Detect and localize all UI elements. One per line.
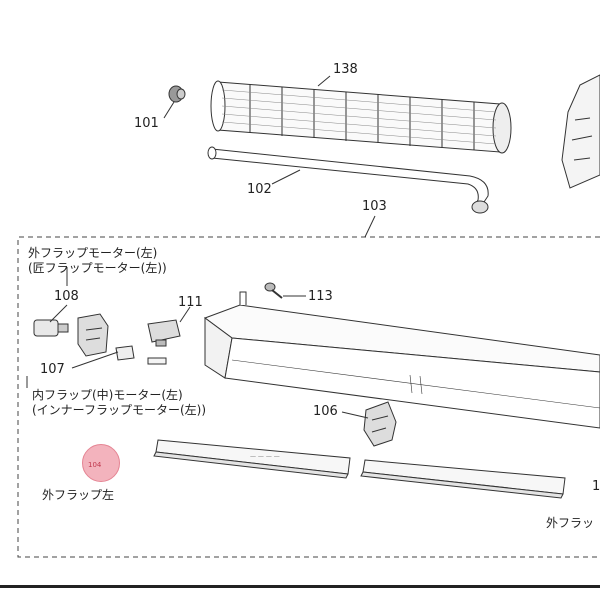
drain-hose — [207, 146, 489, 214]
part-number-107: 107 — [40, 362, 65, 377]
fan-rotor — [210, 80, 512, 154]
part-number-113: 113 — [308, 289, 333, 304]
part-number-103: 103 — [362, 199, 387, 214]
label-inner-flap-motor-left-alt: (インナーフラップモーター(左)) — [32, 403, 207, 417]
part-number-138: 138 — [333, 62, 358, 77]
inner-flap-motor — [363, 401, 397, 447]
svg-text:— — — —: — — — — — [250, 453, 280, 460]
part-number-104: 104 — [88, 461, 102, 469]
part-number-111: 111 — [178, 295, 203, 310]
part-number-right-partial: 1 — [592, 479, 600, 494]
bottom-rule — [0, 585, 600, 588]
assembly-boundary — [17, 236, 600, 558]
label-outer-flap-motor-left: 外フラップモーター(左) — [28, 246, 158, 260]
label-outer-flap-motor-left-alt: (匠フラップモーター(左)) — [28, 261, 167, 275]
bearing — [168, 85, 186, 103]
outer-flap-motor — [33, 313, 109, 357]
outer-flap-left: — — — — — [153, 439, 351, 479]
connector — [115, 345, 135, 361]
drain-pan — [203, 291, 600, 429]
part-number-101: 101 — [134, 116, 159, 131]
side-bracket — [561, 74, 600, 189]
motor-111 — [147, 319, 181, 365]
label-outer-flap-right-partial: 外フラッ — [546, 516, 595, 530]
highlight-marker-104[interactable]: 104 — [82, 444, 120, 482]
part-number-106: 106 — [313, 404, 338, 419]
outer-flap-right — [360, 459, 566, 499]
label-inner-flap-middle-motor-left: 内フラップ(中)モーター(左) — [32, 388, 183, 402]
label-outer-flap-left: 外フラップ左 — [42, 488, 115, 502]
part-number-108: 108 — [54, 289, 79, 304]
screw — [264, 282, 283, 299]
part-number-102: 102 — [247, 182, 272, 197]
leader-lines — [26, 75, 376, 419]
